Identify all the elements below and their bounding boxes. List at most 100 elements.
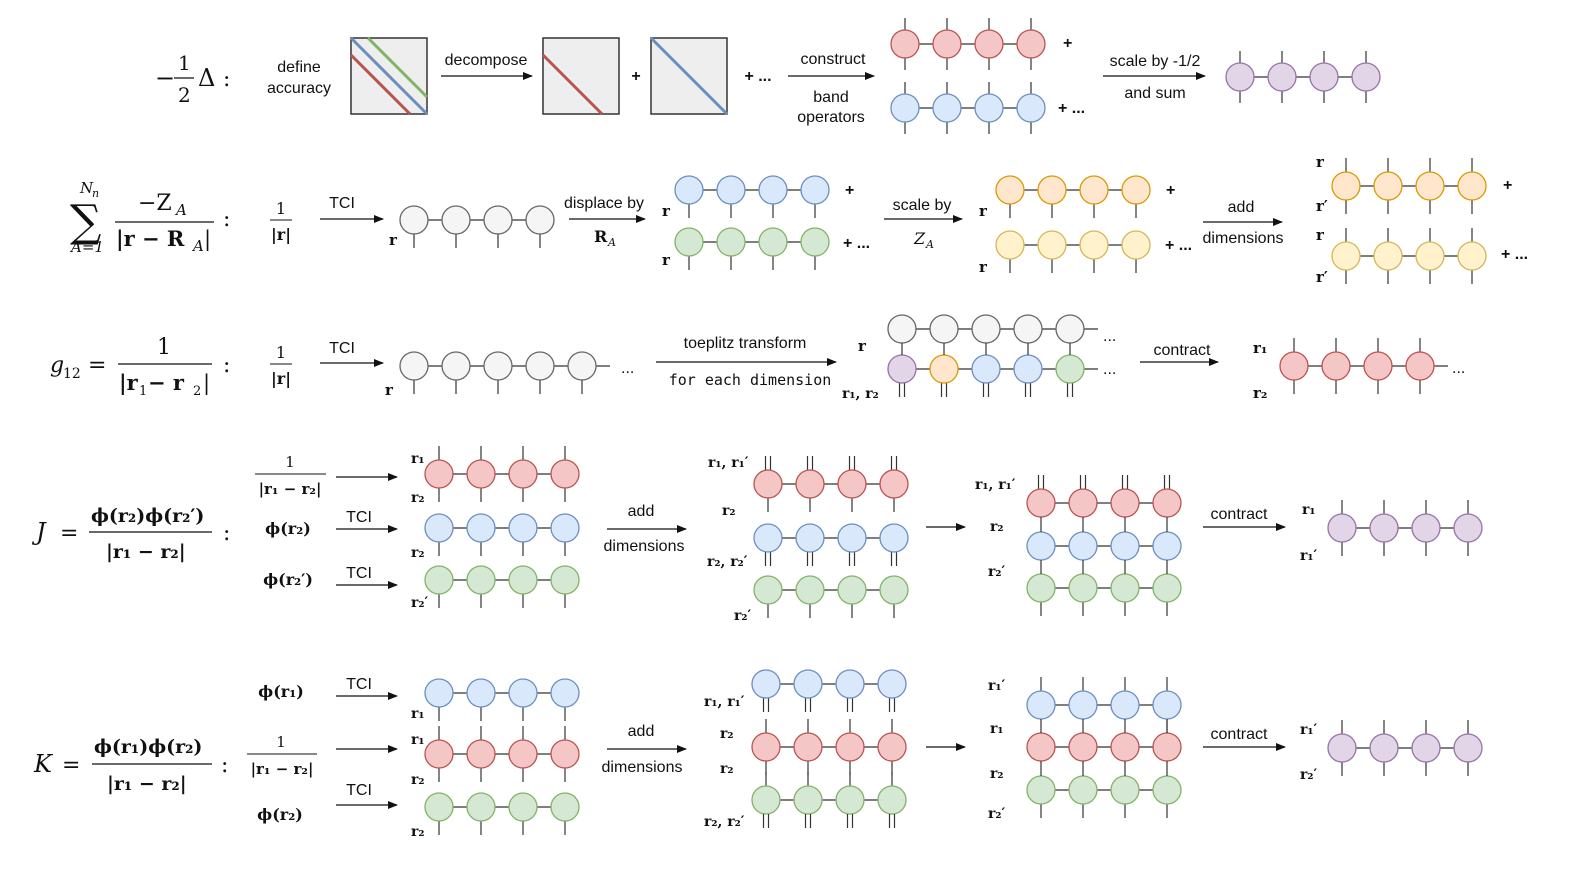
row4-add-label: add [628, 503, 655, 520]
row2-tci-label: TCI [329, 195, 355, 212]
tensor-node [1079, 175, 1109, 205]
mpo-red-dims [753, 456, 909, 512]
tensor-node [483, 205, 513, 235]
row2-idx-r-blue: r [662, 202, 671, 220]
tensor-node [550, 565, 580, 595]
row2-sum-lower: A=1 [69, 238, 104, 256]
row4-idx-r1p-out: r₁′ [1300, 548, 1318, 564]
tensor-node [716, 175, 746, 205]
tensor-node [887, 314, 917, 344]
tensor-node [1026, 488, 1056, 518]
tensor-node [1055, 314, 1085, 344]
tensor-node [1016, 29, 1046, 59]
row2-den-end: | [204, 227, 211, 252]
tensor-node [753, 575, 783, 605]
tensor-node [1411, 733, 1441, 763]
mpo-blue-dims [753, 523, 909, 566]
row4-idx-r2-a: r₂ [411, 490, 425, 506]
row4-in3: ϕ(r₂′) [263, 570, 313, 589]
mpo-green-dims [753, 575, 909, 618]
row5-idx-r1p: r₁′ [988, 678, 1006, 694]
tensor-node [1369, 513, 1399, 543]
row1-operators-label: operators [797, 109, 865, 126]
row3-den-sub2: 2 [193, 384, 201, 399]
matrix-full [349, 36, 429, 116]
tensor-node [1068, 488, 1098, 518]
row2-den: |r − R [116, 226, 185, 251]
mpo-red-g12 [1279, 338, 1448, 394]
row3-dots: ... [621, 360, 634, 377]
row3-dots-bottom: ... [1103, 361, 1116, 378]
row2-num-sub: A [174, 201, 187, 219]
tensor-node [793, 785, 823, 815]
row3-idx-r12: r₁, r₂ [842, 386, 879, 402]
tensor-node [1068, 531, 1098, 561]
tensor-node [1068, 732, 1098, 762]
tensor-node [835, 732, 865, 762]
row3-dots-top: ... [1103, 328, 1116, 345]
row5-idx-r2p: r₂′ [988, 806, 1006, 822]
row4-idx-r2r2p: r₂, r₂′ [707, 554, 748, 570]
tensor-node [1068, 775, 1098, 805]
row4-in1-num: 1 [285, 453, 295, 471]
tensor-node [1037, 230, 1067, 260]
mpo-red-band [890, 18, 1046, 70]
row2-displace-label: displace by [564, 195, 644, 212]
row5-in2-num: 1 [276, 733, 286, 751]
row2-displace-R: R [594, 227, 608, 246]
row5-idx-r1-a: r₁ [411, 706, 425, 722]
row4-den: |r₁ − r₂| [106, 541, 186, 563]
row3-tci-label: TCI [329, 340, 355, 357]
tensor-node [758, 175, 788, 205]
tensor-node [932, 93, 962, 123]
tensor-node [550, 678, 580, 708]
row3-toeplitz-label: toeplitz transform [684, 335, 807, 352]
tensor-node [1121, 175, 1151, 205]
row2-add-label: add [1228, 199, 1255, 216]
row2-scale-Z: Z [913, 229, 926, 248]
row2-displace-sub: A [607, 236, 616, 249]
tensor-node [1331, 171, 1361, 201]
row5-idx-r2-b: r₂ [411, 824, 425, 840]
row2-idx-rp-bottom: r′ [1316, 268, 1328, 286]
tensor-node [1026, 775, 1056, 805]
row5-idx-r2-d: r₂ [720, 761, 734, 777]
tensor-node [793, 669, 823, 699]
tensor-node [1457, 241, 1487, 271]
row1-lhs: − 1 2 Δ : [155, 51, 230, 107]
row2-plus-bottom3: + ... [1501, 246, 1528, 263]
mpo-green-dims-k [751, 772, 907, 828]
mpo-orange-dims [1331, 158, 1487, 214]
row4-idx-r2-c: r₂ [722, 503, 736, 519]
tensor-node [508, 565, 538, 595]
tensor-node [508, 678, 538, 708]
tensor-node [508, 739, 538, 769]
row4-idx-r2p-c: r₂′ [988, 564, 1006, 580]
tensor-node [971, 354, 1001, 384]
row3-den-mid: − r [148, 370, 185, 395]
tensor-node [1369, 733, 1399, 763]
row3-idx-r2: r₂ [1253, 384, 1267, 402]
tensor-node [1152, 732, 1182, 762]
row4-idx-r1r1p-b: r₁, r₁′ [975, 477, 1016, 493]
row5-K: K [33, 750, 54, 778]
row2-plus-top: + [845, 182, 854, 199]
tensor-node [753, 523, 783, 553]
mps-yellow-scaled [995, 230, 1151, 273]
tensor-node [932, 29, 962, 59]
tensor-node [1013, 314, 1043, 344]
row1-lhs-den: 2 [178, 83, 191, 107]
tensor-node [1016, 93, 1046, 123]
row1-decompose-label: decompose [445, 52, 528, 69]
row5-in3: ϕ(r₂) [257, 805, 303, 824]
tensor-node [567, 351, 597, 381]
tensor-node [1373, 171, 1403, 201]
tensor-node [466, 792, 496, 822]
matrix-lower-band [541, 37, 620, 116]
tensor-grid-J [1026, 475, 1182, 616]
tensor-node [424, 739, 454, 769]
row3-frac-num: 1 [276, 343, 286, 362]
tensor-node [1453, 513, 1483, 543]
